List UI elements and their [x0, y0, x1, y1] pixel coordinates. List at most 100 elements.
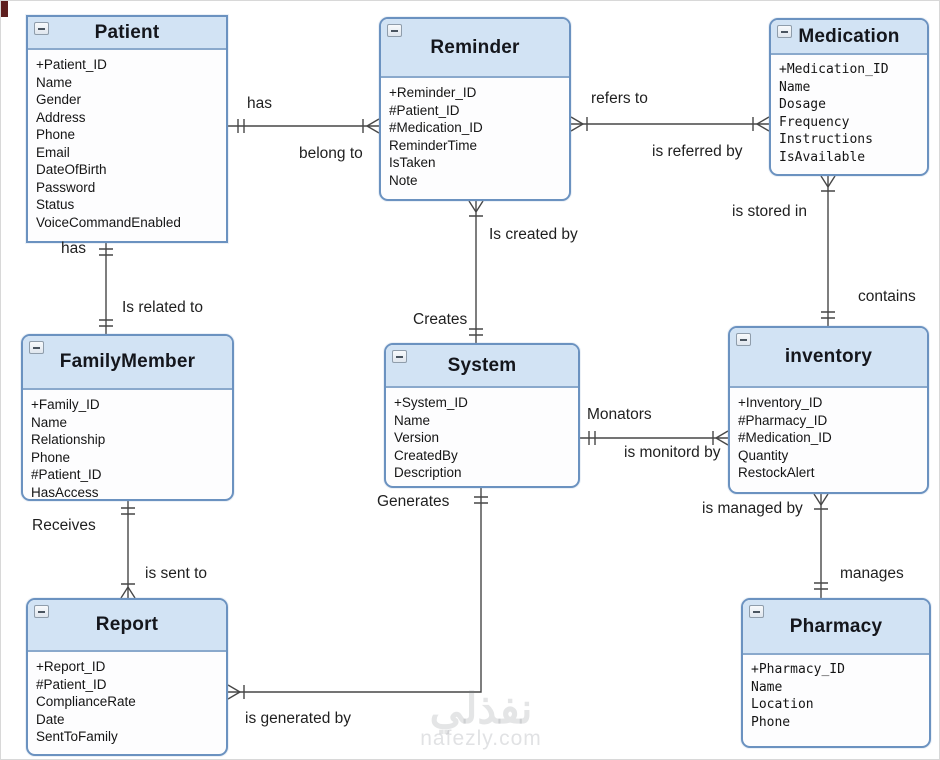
relationship-label: belong to — [299, 145, 363, 162]
attribute: IsAvailable — [779, 149, 866, 165]
entity-title: inventory — [784, 346, 873, 367]
attribute: ComplianceRate — [36, 694, 136, 709]
entity-familymember[interactable]: FamilyMember +Family_ID Name Relationshi… — [21, 334, 234, 501]
relationship-label: has — [61, 240, 86, 257]
relationship-label: Monators — [587, 406, 652, 423]
attribute: Version — [394, 430, 440, 445]
attribute: Address — [36, 109, 86, 125]
collapse-icon[interactable] — [736, 333, 751, 346]
entity-patient[interactable]: Patient +Patient_ID Name Gender Address … — [26, 15, 228, 243]
attribute: +Family_ID — [31, 397, 100, 412]
entity-title: Report — [95, 614, 159, 635]
attribute: DateOfBirth — [36, 162, 107, 177]
attribute: Date — [36, 711, 65, 727]
corner-artifact — [1, 1, 8, 17]
relationship-label: Receives — [32, 517, 96, 534]
attribute: +Inventory_ID — [738, 395, 823, 410]
entity-pharmacy[interactable]: Pharmacy +Pharmacy_ID Name Location Phon… — [741, 598, 931, 748]
entity-inventory[interactable]: inventory +Inventory_ID #Pharmacy_ID #Me… — [728, 326, 929, 494]
attribute: Gender — [36, 92, 82, 107]
entity-header: Reminder — [381, 19, 569, 78]
entity-report[interactable]: Report +Report_ID #Patient_ID Compliance… — [26, 598, 228, 756]
collapse-icon[interactable] — [34, 22, 49, 35]
relationship-label: refers to — [591, 90, 648, 107]
relationship-label: is sent to — [145, 565, 208, 582]
attribute: +Report_ID — [36, 659, 106, 674]
attribute: Email — [36, 144, 70, 160]
entity-header: FamilyMember — [23, 336, 232, 390]
attribute: Location — [751, 697, 814, 712]
attribute: +Pharmacy_ID — [751, 662, 845, 677]
attribute: #Medication_ID — [738, 430, 832, 445]
entity-header: Medication — [771, 20, 927, 55]
connector-patient-reminder — [228, 118, 380, 134]
attribute: Name — [36, 74, 73, 90]
entity-title: Pharmacy — [789, 615, 883, 637]
connector-medication-inventory — [820, 175, 836, 326]
watermark-domain-text: nafezly.com — [420, 727, 542, 750]
attribute: IsTaken — [389, 155, 436, 170]
attribute: #Patient_ID — [31, 467, 102, 482]
entity-header: Report — [28, 600, 226, 652]
collapse-icon[interactable] — [387, 24, 402, 37]
attribute: Phone — [31, 449, 71, 465]
attribute: SentToFamily — [36, 729, 118, 744]
collapse-icon[interactable] — [749, 605, 764, 618]
attribute: #Patient_ID — [36, 676, 107, 692]
relationship-label: is stored in — [732, 203, 807, 220]
entity-reminder[interactable]: Reminder +Reminder_ID #Patient_ID #Medic… — [379, 17, 571, 201]
attribute: +Patient_ID — [36, 57, 107, 72]
attribute: Name — [779, 79, 811, 95]
attribute: Name — [394, 412, 431, 428]
watermark-arabic-text: نفذلي — [429, 685, 533, 732]
attribute: RestockAlert — [738, 465, 815, 480]
watermark: نفذلي nafezly.com — [391, 685, 571, 750]
attribute: Dosage — [779, 97, 826, 112]
attribute: ReminderTime — [389, 137, 478, 153]
attribute: #Pharmacy_ID — [738, 412, 828, 428]
relationship-label: contains — [858, 288, 916, 305]
connector-familymember-report — [120, 501, 136, 599]
attribute: Quantity — [738, 447, 789, 463]
attribute: Relationship — [31, 432, 106, 447]
connector-patient-familymember — [99, 243, 113, 334]
relationship-label: Creates — [413, 311, 468, 328]
relationship-label: manages — [840, 565, 904, 582]
relationship-label: is managed by — [702, 500, 803, 517]
attribute: Note — [389, 172, 418, 188]
collapse-icon[interactable] — [777, 25, 792, 38]
entity-header: inventory — [730, 328, 927, 388]
entity-header: System — [386, 345, 578, 388]
attribute: Description — [394, 465, 462, 480]
entity-title: Reminder — [430, 36, 520, 58]
connector-system-inventory — [580, 430, 729, 446]
relationship-label: is referred by — [652, 143, 743, 160]
entity-system[interactable]: System +System_ID Name Version CreatedBy… — [384, 343, 580, 488]
entity-title: Patient — [94, 21, 160, 43]
relationship-label: Generates — [377, 493, 450, 510]
relationship-label: Is related to — [122, 299, 203, 316]
attribute: Name — [751, 679, 783, 695]
collapse-icon[interactable] — [34, 605, 49, 618]
collapse-icon[interactable] — [29, 341, 44, 354]
attribute: Phone — [36, 127, 76, 142]
entity-medication[interactable]: Medication +Medication_ID Name Dosage Fr… — [769, 18, 929, 176]
attribute: +Medication_ID — [779, 62, 889, 77]
connector-inventory-pharmacy — [813, 493, 829, 598]
attribute: VoiceCommandEnabled — [36, 214, 181, 230]
connector-reminder-system — [468, 200, 484, 343]
attribute: HasAccess — [31, 484, 99, 500]
collapse-icon[interactable] — [392, 350, 407, 363]
connector-reminder-medication — [570, 116, 770, 132]
relationship-label: is generated by — [245, 710, 351, 727]
entity-title: System — [447, 354, 517, 376]
attribute: CreatedBy — [394, 447, 458, 463]
attribute: Frequency — [779, 114, 850, 130]
entity-title: FamilyMember — [59, 351, 196, 372]
entity-title: Medication — [798, 25, 900, 47]
attribute: #Medication_ID — [389, 120, 483, 135]
entity-header: Pharmacy — [743, 600, 929, 655]
relationship-label: is monitord by — [624, 444, 721, 461]
attribute: Status — [36, 197, 75, 212]
